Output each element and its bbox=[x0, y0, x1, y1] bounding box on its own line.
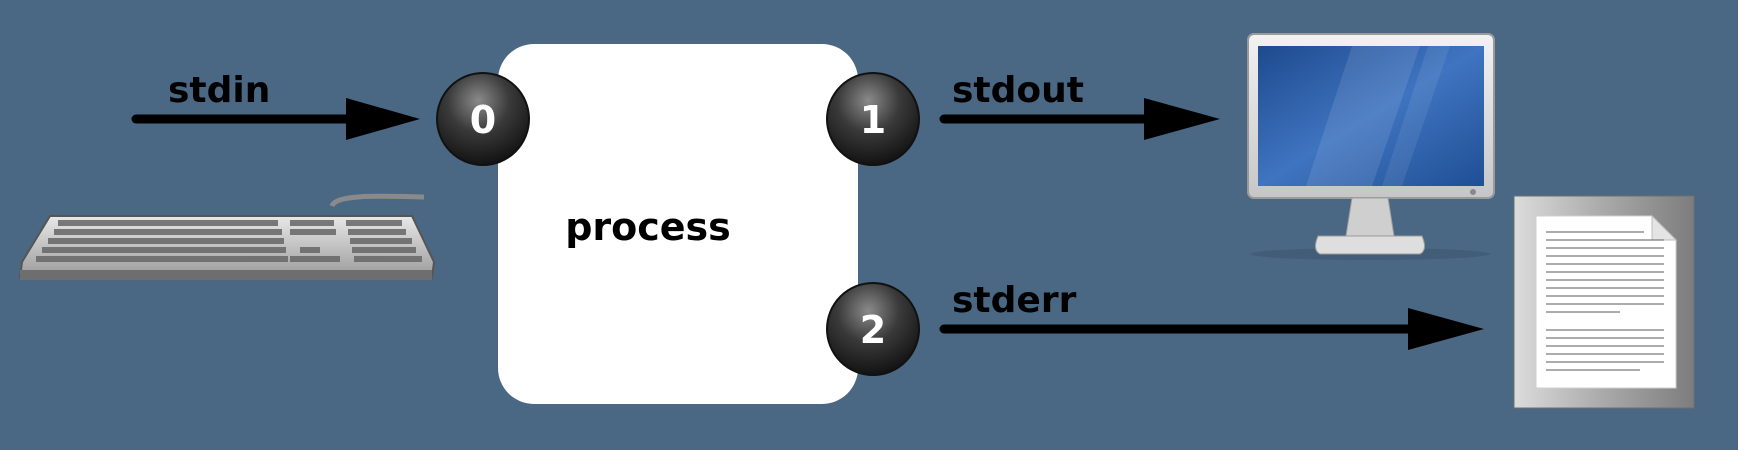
fd-2-circle: 2 bbox=[826, 282, 920, 376]
process-box bbox=[498, 44, 858, 404]
monitor-icon bbox=[1247, 33, 1495, 260]
keyboard-icon bbox=[18, 193, 436, 280]
stderr-arrow bbox=[939, 308, 1484, 350]
fd-1-circle: 1 bbox=[826, 72, 920, 166]
process-label: process bbox=[565, 205, 731, 249]
stdin-arrow bbox=[131, 98, 420, 140]
fd-0-circle: 0 bbox=[436, 72, 530, 166]
stdout-arrow bbox=[939, 98, 1220, 140]
stdout-label: stdout bbox=[952, 70, 1084, 111]
stderr-label: stderr bbox=[952, 280, 1077, 321]
stdin-label: stdin bbox=[168, 70, 270, 111]
document-icon bbox=[1513, 195, 1695, 409]
fd-1-label: 1 bbox=[860, 98, 886, 142]
fd-0-label: 0 bbox=[470, 98, 496, 142]
fd-2-label: 2 bbox=[860, 308, 886, 352]
